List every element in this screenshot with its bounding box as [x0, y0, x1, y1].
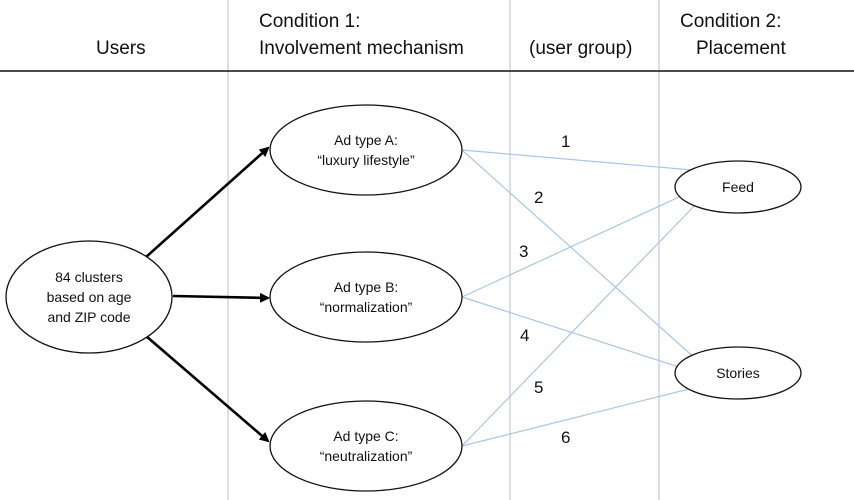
feed-ellipse — [674, 160, 802, 214]
source-node-label: 84 clusters based on age and ZIP code — [14, 267, 164, 327]
ad-type-c-title: Ad type C: — [333, 428, 399, 444]
ad-type-b-ellipse — [269, 251, 463, 343]
connector-5 — [461, 199, 701, 447]
stories-ellipse — [674, 346, 802, 400]
connector-1 — [461, 149, 693, 171]
header-condition2-line2: Placement — [696, 38, 786, 59]
group-number-6: 6 — [561, 428, 571, 447]
ad-type-a-title: Ad type A: — [334, 132, 398, 148]
group-number-3: 3 — [519, 242, 529, 261]
ad-type-a-ellipse — [269, 104, 463, 196]
arrow-to-ad-a — [145, 146, 270, 258]
ad-type-b-label: Ad type B: “normalization” — [276, 277, 456, 317]
header-user-group: (user group) — [529, 38, 633, 59]
ad-type-c-subtitle: “neutralization” — [319, 448, 413, 464]
placement-stories-label: Stories — [716, 365, 760, 381]
ad-type-c-label: Ad type C: “neutralization” — [276, 426, 456, 466]
ad-type-c-ellipse — [269, 400, 463, 492]
source-line-2: based on age — [46, 289, 132, 305]
source-line-1: 84 clusters — [55, 269, 123, 285]
arrow-to-ad-c — [145, 335, 270, 443]
ad-type-a-label: Ad type A: “luxury lifestyle” — [276, 130, 456, 170]
header-condition1-line1: Condition 1: — [259, 11, 361, 32]
connector-6 — [461, 387, 694, 447]
header-condition1-line2: Involvement mechanism — [259, 38, 464, 59]
connector-2 — [461, 149, 698, 361]
group-number-5: 5 — [534, 378, 544, 397]
source-node-ellipse — [5, 240, 173, 354]
ad-type-b-subtitle: “normalization” — [319, 299, 413, 315]
placement-feed-label: Feed — [722, 179, 754, 195]
group-number-2: 2 — [534, 188, 544, 207]
header-condition2-line1: Condition 2: — [680, 11, 782, 32]
source-line-3: and ZIP code — [47, 309, 131, 325]
ad-type-b-title: Ad type B: — [333, 279, 399, 295]
group-number-1: 1 — [561, 132, 571, 151]
ad-type-a-subtitle: “luxury lifestyle” — [317, 152, 415, 168]
group-number-4: 4 — [520, 326, 530, 345]
arrow-to-ad-b — [172, 292, 270, 303]
connector-3 — [461, 191, 691, 298]
header-users: Users — [96, 38, 146, 59]
